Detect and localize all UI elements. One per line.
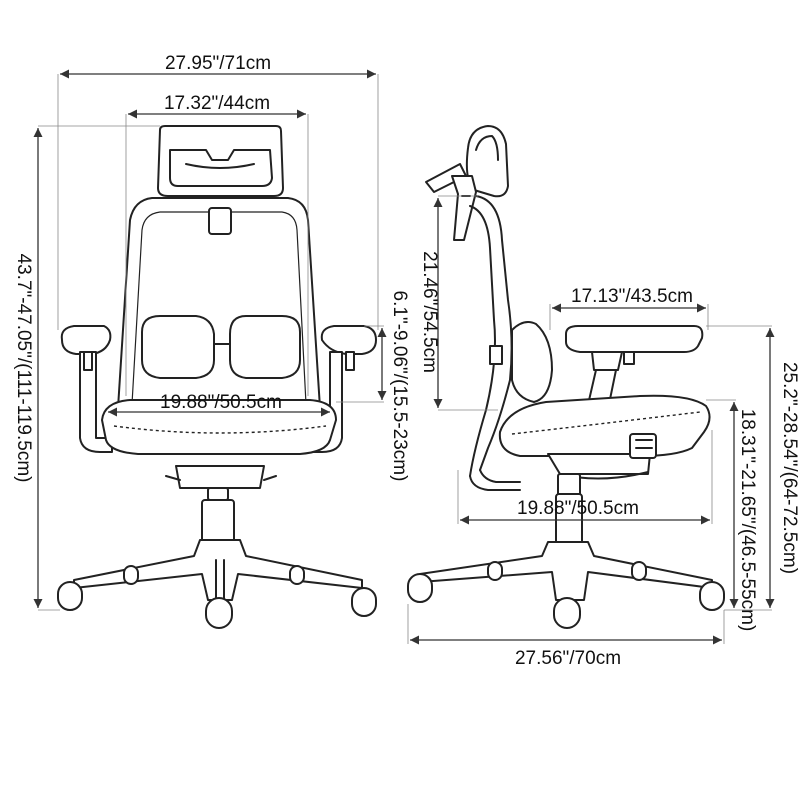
side-armrest-length-label: 17.13"/43.5cm [571,286,693,307]
front-headrest-width-label: 17.32"/44cm [164,93,270,114]
front-armrest-height-dim: 6.1"-9.06"/(15.5-23cm) [336,291,410,482]
front-overall-width-dim: 27.95"/71cm [57,53,379,330]
front-overall-width-label: 27.95"/71cm [165,53,271,74]
front-lumbar-pad-left [141,315,215,379]
front-overall-height-dim: 43.7"-47.05"/(111-119.5cm) [13,125,160,611]
side-seat-height-dim: 18.31"-21.65"/(46.5-55cm) [706,399,758,632]
side-base-depth-dim: 27.56"/70cm [407,604,725,669]
front-chair-drawing [57,125,377,629]
front-seat-width-label: 19.88"/50.5cm [160,392,282,413]
front-base [73,539,363,601]
side-base-depth-label: 27.56"/70cm [515,648,621,669]
front-casters [57,565,377,629]
side-arm-to-floor-dim: 25.2"-28.54"/(64-72.5cm) [706,325,800,611]
front-overall-height-label: 43.7"-47.05"/(111-119.5cm) [13,254,34,483]
front-seat-width-dim: 19.88"/50.5cm [108,392,330,417]
side-seat-depth-dim: 19.88"/50.5cm [457,430,713,525]
side-armrest [565,325,704,353]
side-seat [498,394,711,457]
front-headrest-width-dim: 17.32"/44cm [125,93,309,396]
front-lumbar-pad-right [229,315,301,379]
front-armrest-height-label: 6.1"-9.06"/(15.5-23cm) [389,291,410,482]
side-arm-to-floor-label: 25.2"-28.54"/(64-72.5cm) [779,362,800,574]
side-chair-drawing [407,125,725,629]
side-backrest-height-label: 21.46"/54.5cm [419,251,440,373]
side-armrest-length-dim: 17.13"/43.5cm [549,286,709,330]
side-seat-depth-label: 19.88"/50.5cm [517,498,639,519]
front-armrest-right [320,325,377,355]
side-casters [407,561,725,629]
side-base [419,541,713,601]
side-backrest-height-dim: 21.46"/54.5cm [419,195,498,411]
side-seat-height-label: 18.31"-21.65"/(46.5-55cm) [737,409,758,632]
front-armrest-left [60,325,112,355]
